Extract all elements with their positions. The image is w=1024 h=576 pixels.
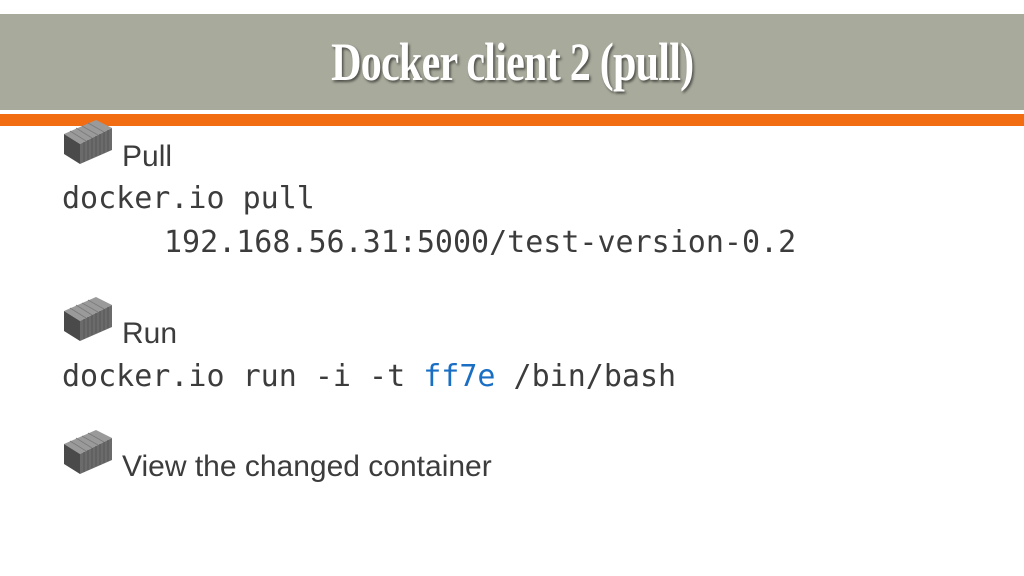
code-run-prefix: docker.io run -i -t — [62, 359, 424, 394]
code-run-image-id: ff7e — [423, 359, 496, 394]
code-pull-line-2: 192.168.56.31:5000/test-version-0.2 — [164, 225, 797, 260]
bullet-pull: Pull — [62, 118, 172, 172]
slide-title: Docker client 2 (pull) — [330, 32, 694, 92]
bullet-label-view: View the changed container — [122, 450, 492, 483]
bullet-label-run: Run — [122, 317, 178, 350]
shipping-container-icon — [64, 297, 112, 341]
title-divider-white — [0, 110, 1024, 114]
code-pull-line-1: docker.io pull — [62, 181, 315, 216]
shipping-container-icon — [64, 430, 112, 474]
bullet-view: View the changed container — [62, 428, 492, 482]
code-run-suffix: /bin/bash — [495, 359, 677, 394]
bullet-run: Run — [62, 295, 177, 349]
code-run-line: docker.io run -i -t ff7e /bin/bash — [62, 362, 676, 392]
bullet-label-pull: Pull — [122, 140, 173, 173]
title-bar: Docker client 2 (pull) — [0, 14, 1024, 110]
title-divider-orange — [0, 114, 1024, 126]
shipping-container-icon — [64, 120, 112, 164]
